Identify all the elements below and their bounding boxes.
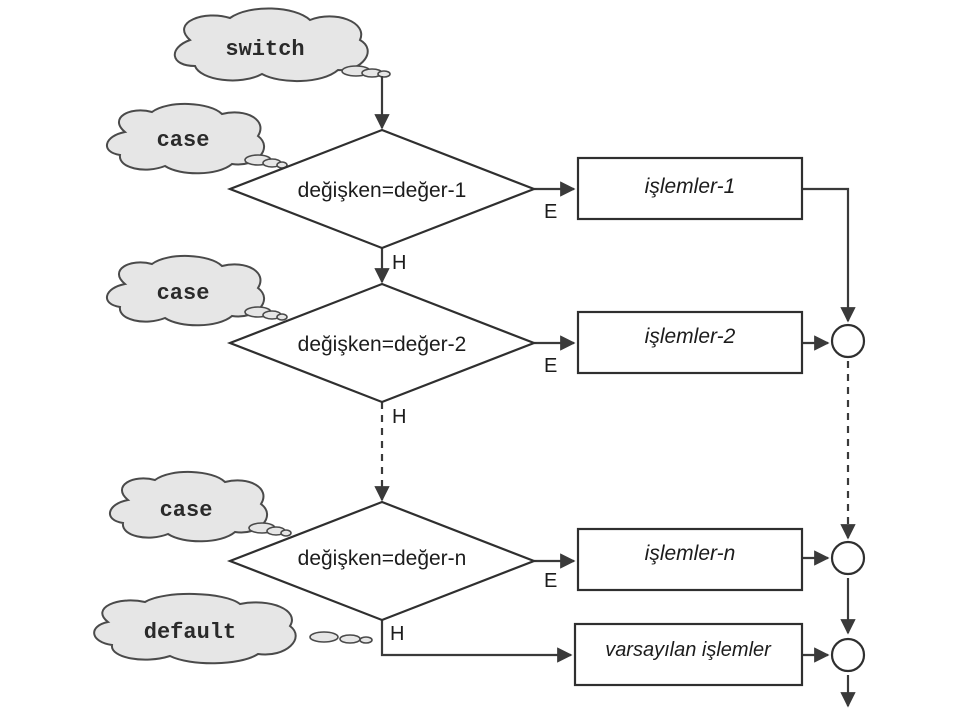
case-cloud-n: case [109,470,292,543]
default-action-label: varsayılan işlemler [605,639,772,661]
action-box-1: işlemler-1 [576,156,804,221]
decision-1-label: değişken=değer-1 [298,179,467,202]
join-circle-3 [830,637,866,673]
case-cloud-2: case [106,254,288,327]
decision-n-label: değişken=değer-n [298,547,467,570]
decision-n: değişken=değer-n [226,500,538,622]
action-n-label: işlemler-n [645,542,736,565]
switch-keyword: switch [225,37,304,62]
action-1-label: işlemler-1 [645,175,736,198]
no-label-1: H [392,252,406,274]
default-keyword: default [144,620,236,645]
case-keyword-n: case [160,498,213,523]
connectors [374,76,856,708]
yes-label-2: E [544,355,557,377]
decision-2-label: değişken=değer-2 [298,333,467,356]
yes-label-1: E [544,201,557,223]
action-2-label: işlemler-2 [645,325,736,348]
default-action-box: varsayılan işlemler [573,622,804,687]
action-box-2: işlemler-2 [576,310,804,375]
no-label-2: H [392,406,406,428]
case-keyword-2: case [157,281,210,306]
yes-label-n: E [544,570,557,592]
switch-cloud: switch [173,7,391,82]
join-circle-2 [830,540,866,576]
default-cloud: default [93,592,373,665]
case-cloud-1: case [106,102,288,175]
decision-1: değişken=değer-1 [226,128,538,250]
no-label-n: H [390,623,404,645]
join-circle-1 [830,323,866,359]
case-keyword-1: case [157,128,210,153]
decision-2: değişken=değer-2 [226,282,538,404]
action-box-n: işlemler-n [576,527,804,592]
